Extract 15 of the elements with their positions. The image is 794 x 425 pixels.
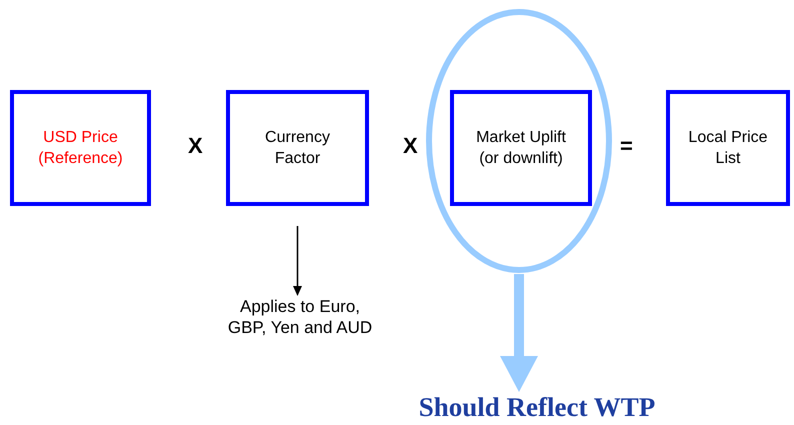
process-box (226, 90, 369, 206)
process-box (450, 90, 592, 206)
process-box (10, 90, 151, 206)
operator-symbol: = (620, 133, 633, 159)
box-label: Market Uplift (or downlift) (475, 128, 567, 169)
box-label: Currency Factor (264, 128, 331, 169)
box-label: Local Price List (687, 128, 769, 169)
arrow (501, 274, 537, 392)
note-text: Applies to Euro, GBP, Yen and AUD (226, 296, 374, 338)
conclusion-text: Should Reflect WTP (418, 392, 656, 423)
box-label: USD Price (Reference) (37, 128, 124, 169)
operator-symbol: X (188, 133, 203, 159)
process-box (666, 90, 790, 206)
operator-symbol: X (403, 133, 418, 159)
arrow (293, 226, 302, 295)
